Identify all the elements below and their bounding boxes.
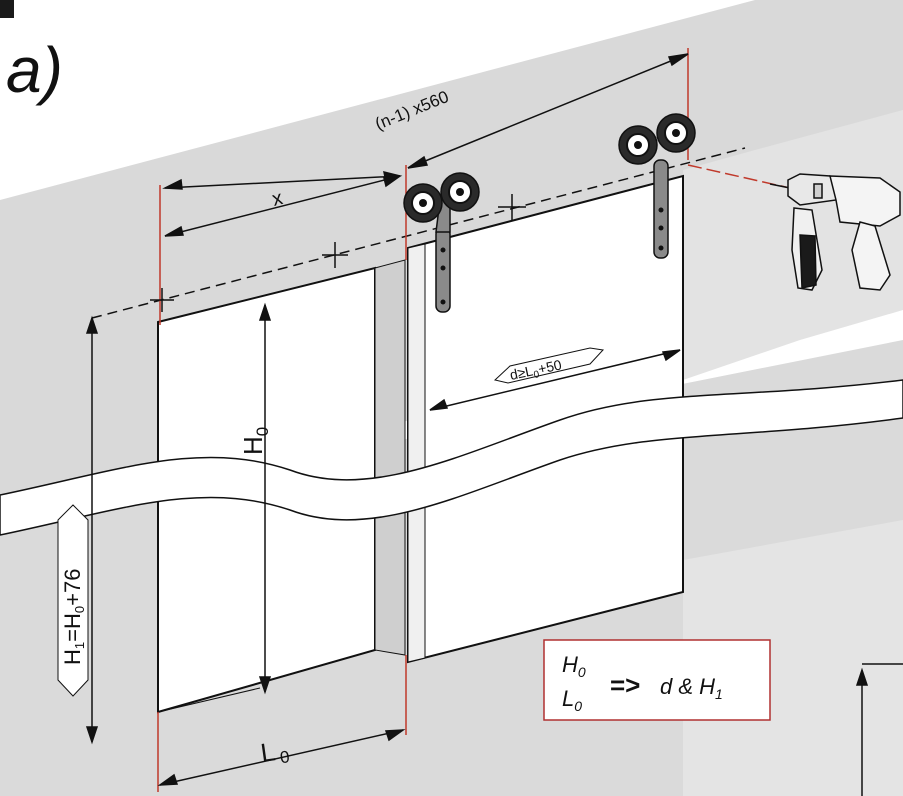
svg-text:L0: L0 [562, 686, 582, 714]
break-band [0, 379, 903, 536]
opening-width-label: L0 [259, 734, 291, 770]
rail-marks [150, 194, 526, 312]
partial-dimension [855, 663, 903, 796]
drill-icon [769, 173, 901, 291]
offset-dimension [162, 170, 403, 237]
corner-tab [0, 0, 14, 18]
svg-text:d & H1: d & H1 [660, 674, 723, 702]
opening-depth-line [157, 687, 261, 713]
lower-wall-right [683, 520, 903, 796]
svg-text:H1=H0+76: H1=H0+76 [60, 569, 87, 665]
svg-text:H0: H0 [238, 427, 272, 455]
rail-height-tag: H1=H0+76 [57, 504, 89, 697]
roller-hanger-icon [618, 113, 696, 259]
formula-arrow: => [610, 670, 640, 700]
rail-line [91, 147, 746, 319]
formula-box: H0 L0 => d & H1 [543, 639, 771, 721]
svg-text:H0: H0 [562, 652, 586, 680]
opening-jamb [374, 259, 406, 656]
spacing-dimension [407, 53, 689, 169]
figure-label: a) [6, 34, 63, 106]
door-edge [407, 243, 426, 663]
rail-height-dimension [85, 315, 99, 745]
door-width-tag: d≥L0+50 [493, 347, 605, 386]
svg-text:d≥L0+50: d≥L0+50 [508, 356, 564, 386]
opening-height-label: H0 [238, 427, 272, 455]
roller-hanger-icon [403, 172, 480, 313]
opening-height-dimension [258, 302, 272, 695]
door-width-dimension [429, 349, 681, 411]
opening-width-dimension [157, 729, 406, 786]
